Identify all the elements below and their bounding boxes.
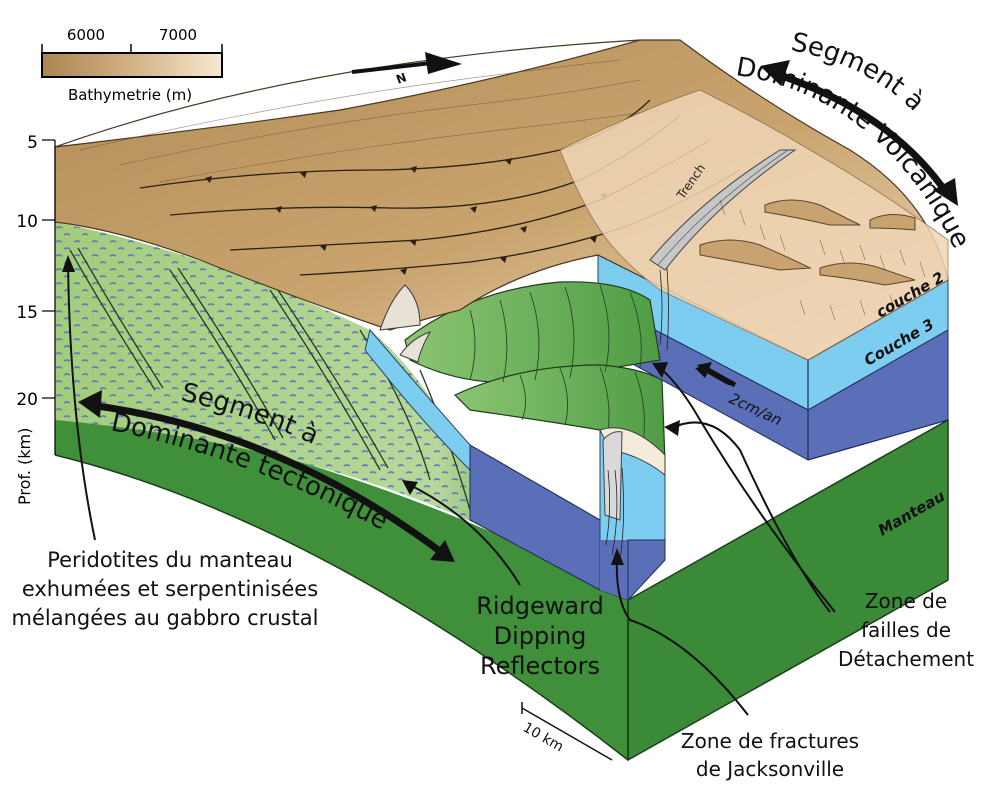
detachement-leader-2: [659, 367, 836, 613]
peridotites-line2: exhumées et serpentinisées: [22, 577, 318, 601]
depth-tick-20: 20: [16, 390, 38, 410]
gabbro-dome-lower: [453, 364, 666, 463]
legend-tick-7000: 7000: [159, 26, 197, 44]
legend-title: Bathymetrie (m): [68, 86, 192, 104]
jacksonville-line2: de Jacksonville: [696, 757, 844, 781]
jacksonville-leader: [615, 554, 749, 716]
reflectors-line3: Reflectors: [480, 652, 600, 680]
reflectors-leader: [409, 484, 521, 586]
detachement-line2: failles de: [861, 618, 951, 642]
legend-tick-6000: 6000: [67, 26, 105, 44]
trench-band: [649, 149, 797, 271]
detachement-line1: Zone de: [865, 589, 947, 613]
bathymetry-legend: 6000 7000 Bathymetrie (m): [41, 26, 223, 104]
bathymetry-colorbar: [41, 52, 223, 78]
peridotites-line3: mélangées au gabbro crustal: [12, 606, 319, 630]
peridotites-annotation: Peridotites du manteau exhumées et serpe…: [12, 548, 319, 630]
reflectors-line2: Dipping: [494, 622, 587, 650]
detachement-annotation: Zone de failles de Détachement: [838, 589, 974, 671]
north-arrow-icon: N: [351, 52, 462, 87]
reflectors-annotation: Ridgeward Dipping Reflectors: [476, 592, 604, 680]
depth-axis-label: Prof. (km): [15, 428, 34, 505]
depth-tick-5: 5: [27, 133, 38, 153]
peridotites-line1: Peridotites du manteau: [47, 548, 293, 572]
jacksonville-line1: Zone de fractures: [681, 729, 859, 753]
depth-tick-10: 10: [16, 212, 38, 232]
reflectors-line1: Ridgeward: [476, 592, 604, 620]
detachement-line3: Détachement: [838, 647, 974, 671]
depth-axis: 5 10 15 20 Prof. (km): [15, 133, 56, 505]
north-label: N: [394, 70, 408, 87]
peridotites-leader: [67, 261, 96, 541]
jacksonville-annotation: Zone de fractures de Jacksonville: [681, 729, 859, 781]
depth-tick-15: 15: [16, 303, 38, 323]
scale-bar-label: 10 km: [520, 720, 566, 756]
mantle-front-face: [55, 400, 628, 760]
detachement-leader: [671, 421, 831, 613]
